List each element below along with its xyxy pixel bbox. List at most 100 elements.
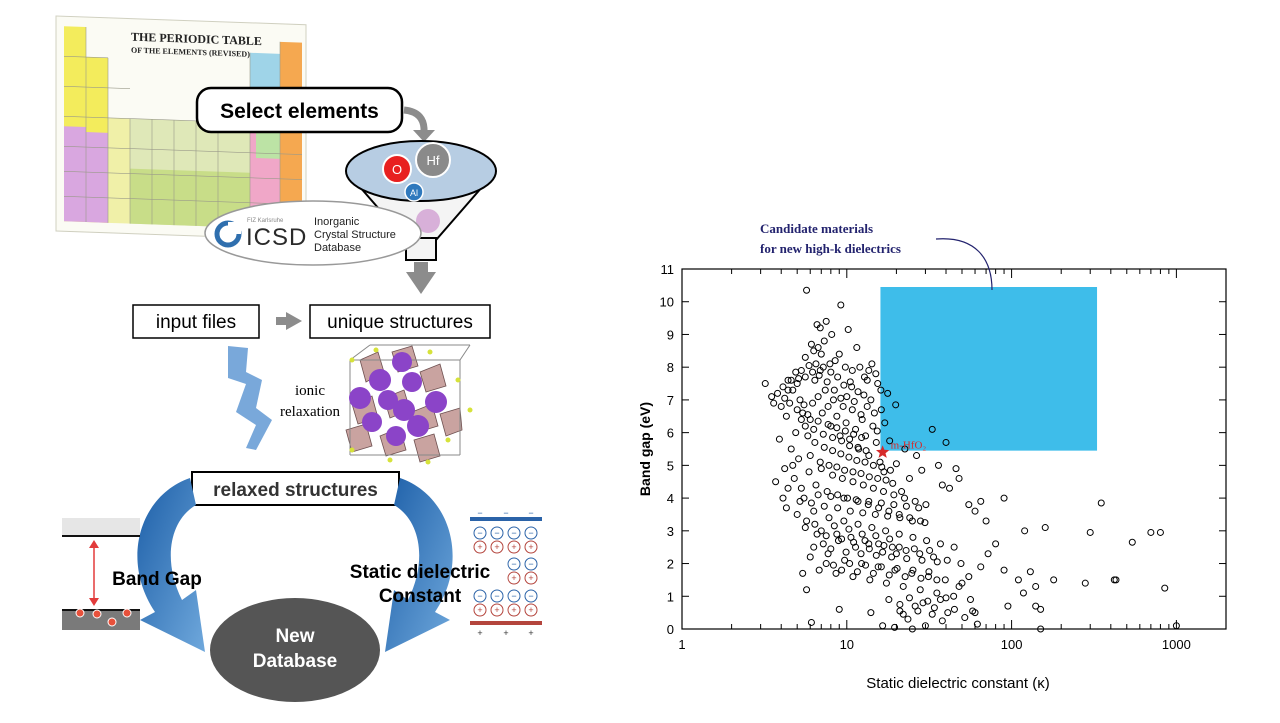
- data-point: [836, 432, 844, 440]
- data-point: [885, 596, 893, 604]
- svg-text:−: −: [494, 591, 499, 601]
- svg-text:−: −: [528, 528, 533, 538]
- data-point: [784, 484, 792, 492]
- data-point: [902, 502, 910, 510]
- element-al-icon: Al: [404, 182, 424, 202]
- svg-text:−: −: [528, 591, 533, 601]
- x-axis-label: Static dielectric constant (κ): [866, 675, 1049, 692]
- data-point: [889, 479, 897, 487]
- y-tick-label: 6: [667, 426, 674, 441]
- lightning-bolt-icon: [228, 346, 272, 450]
- data-point: [917, 574, 925, 582]
- data-point: [819, 363, 827, 371]
- data-point: [918, 466, 926, 474]
- y-tick-label: 8: [667, 360, 674, 375]
- data-point: [810, 543, 818, 551]
- data-point: [823, 378, 831, 386]
- data-point: [797, 416, 805, 424]
- data-point: [930, 553, 938, 561]
- data-point: [811, 520, 819, 528]
- x-tick-label: 1: [678, 637, 685, 652]
- data-point: [787, 376, 795, 384]
- data-point: [858, 416, 866, 424]
- data-point: [844, 494, 852, 502]
- data-point: [865, 366, 873, 374]
- data-point: [941, 576, 949, 584]
- data-point: [869, 461, 877, 469]
- icsd-logo: FIZ Karlsruhe ICSD: [214, 218, 306, 251]
- data-point: [910, 545, 918, 553]
- data-point: [828, 330, 836, 338]
- data-point: [865, 545, 873, 553]
- data-point: [909, 533, 917, 541]
- data-point: [950, 592, 958, 600]
- data-point: [881, 419, 889, 427]
- data-point: [782, 412, 790, 420]
- data-point: [918, 556, 926, 564]
- data-point: [857, 411, 865, 419]
- data-point: [809, 368, 817, 376]
- unique-structures-label: unique structures: [327, 312, 473, 333]
- svg-text:−: −: [511, 559, 516, 569]
- data-point: [957, 560, 965, 568]
- data-point: [969, 607, 977, 615]
- data-point: [853, 344, 861, 352]
- data-point: [858, 560, 866, 568]
- data-point: [793, 510, 801, 518]
- data-point: [890, 501, 898, 509]
- data-point: [955, 582, 963, 590]
- data-point: [790, 474, 798, 482]
- data-point: [804, 411, 812, 419]
- x-tick-label: 100: [1001, 637, 1023, 652]
- data-point: [933, 558, 941, 566]
- data-point: [892, 550, 900, 558]
- funnel-down-arrow-shaft: [414, 262, 428, 274]
- data-point: [874, 474, 882, 482]
- data-point: [775, 435, 783, 443]
- data-point: [864, 501, 872, 509]
- data-point: [885, 571, 893, 579]
- data-point: [772, 478, 780, 486]
- data-point: [899, 610, 907, 618]
- data-point: [913, 452, 921, 460]
- data-point: [877, 563, 885, 571]
- data-point: [899, 582, 907, 590]
- data-point: [817, 527, 825, 535]
- data-point: [977, 497, 985, 505]
- data-point: [779, 383, 787, 391]
- data-point: [838, 437, 846, 445]
- element-hf-icon: Hf: [415, 142, 451, 178]
- data-point: [831, 357, 839, 365]
- svg-text:+: +: [511, 605, 516, 615]
- data-point: [955, 474, 963, 482]
- data-point: [862, 561, 870, 569]
- icsd-name-line-1: Inorganic: [314, 216, 360, 228]
- svg-text:−: −: [511, 591, 516, 601]
- data-point: [829, 447, 837, 455]
- data-point: [786, 399, 794, 407]
- data-point: [886, 535, 894, 543]
- data-point: [834, 504, 842, 512]
- data-point: [898, 488, 906, 496]
- data-point: [1032, 602, 1040, 610]
- svg-text:−: −: [477, 508, 482, 518]
- data-point: [884, 389, 892, 397]
- workflow-diagram: THE PERIODIC TABLE OF THE ELEMENTS (REVI…: [55, 15, 542, 702]
- data-point: [862, 447, 870, 455]
- data-point: [829, 434, 837, 442]
- data-point: [858, 530, 866, 538]
- periodic-table-image: THE PERIODIC TABLE OF THE ELEMENTS (REVI…: [55, 15, 307, 241]
- data-point: [905, 594, 913, 602]
- data-point: [867, 609, 875, 617]
- data-point: [807, 499, 815, 507]
- svg-text:−: −: [477, 528, 482, 538]
- left-arrow: [276, 312, 302, 330]
- data-point: [804, 432, 812, 440]
- data-point: [829, 561, 837, 569]
- data-point: [982, 517, 990, 525]
- data-point: [818, 409, 826, 417]
- data-point: [806, 452, 814, 460]
- data-point: [901, 445, 909, 453]
- data-point: [871, 510, 879, 518]
- data-point: [1161, 584, 1169, 592]
